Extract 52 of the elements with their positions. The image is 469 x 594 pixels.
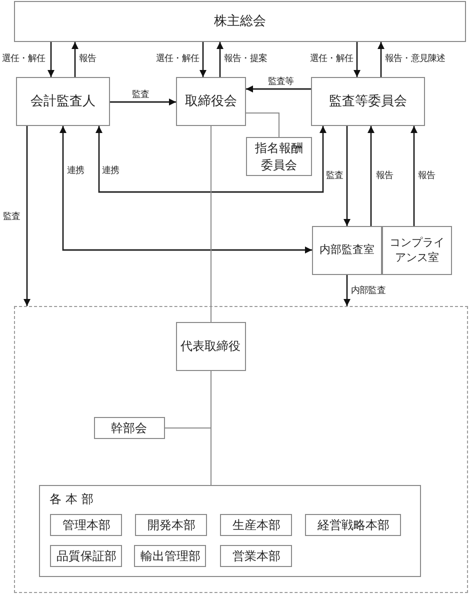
org-box: 監査等委員会: [311, 77, 425, 126]
edge-label: 監査: [2, 212, 22, 223]
org-box: 管理本部: [50, 514, 122, 536]
arrow: [24, 126, 30, 306]
arrow: [110, 98, 176, 106]
org-box: 代表取締役: [176, 322, 246, 371]
org-box: 生産本部: [220, 514, 292, 536]
arrow: [344, 126, 350, 226]
arrow: [96, 126, 326, 193]
connector-line: [210, 126, 212, 322]
org-box: 経営戦略本部: [305, 514, 402, 536]
arrow: [246, 86, 311, 92]
edge-label: 報告: [375, 171, 394, 182]
arrow: [200, 42, 206, 77]
arrow: [216, 42, 224, 77]
org-box: 営業本部: [220, 545, 292, 568]
org-box: 内部監査室: [312, 226, 382, 275]
org-box: 指名報酬委員会: [246, 137, 312, 176]
arrow: [368, 126, 374, 226]
edge-label: 選任・解任: [154, 54, 200, 65]
edge-label: 選任・解任: [308, 54, 354, 65]
edge-label: 連携: [66, 166, 86, 177]
dashed-region: [14, 306, 468, 593]
edge-label: 監査等: [267, 77, 295, 88]
edge-label: 監査: [131, 90, 150, 101]
arrow: [378, 42, 384, 77]
group-box: [38, 484, 421, 577]
org-box: 品質保証部: [50, 545, 122, 568]
org-box: 開発本部: [135, 514, 208, 536]
edge-label: 報告: [417, 171, 436, 182]
group-heading: 各 本 部: [50, 490, 94, 507]
org-box: 会計監査人: [16, 77, 110, 126]
connector-line: [246, 112, 280, 138]
connector-line: [164, 370, 212, 428]
arrow: [344, 275, 350, 306]
arrow: [410, 126, 418, 226]
org-box: コンプライアンス室: [382, 226, 452, 275]
edge-label: 選任・解任: [1, 54, 46, 65]
org-box: 輸出管理部: [134, 545, 206, 568]
org-box: 株主総会: [14, 1, 466, 42]
edge-label: 連携: [101, 166, 120, 177]
edge-label: 報告・意見陳述: [384, 54, 446, 65]
arrow: [48, 42, 54, 77]
edge-label: 監査: [324, 171, 344, 182]
arrow: [72, 42, 78, 77]
arrow: [354, 42, 360, 77]
org-box: 取締役会: [176, 77, 246, 126]
arrow: [60, 126, 312, 254]
org-box: 幹部会: [94, 416, 165, 439]
edge-label: 内部監査: [350, 286, 386, 297]
edge-label: 報告・提案: [223, 54, 268, 65]
edge-label: 報告: [78, 54, 98, 65]
